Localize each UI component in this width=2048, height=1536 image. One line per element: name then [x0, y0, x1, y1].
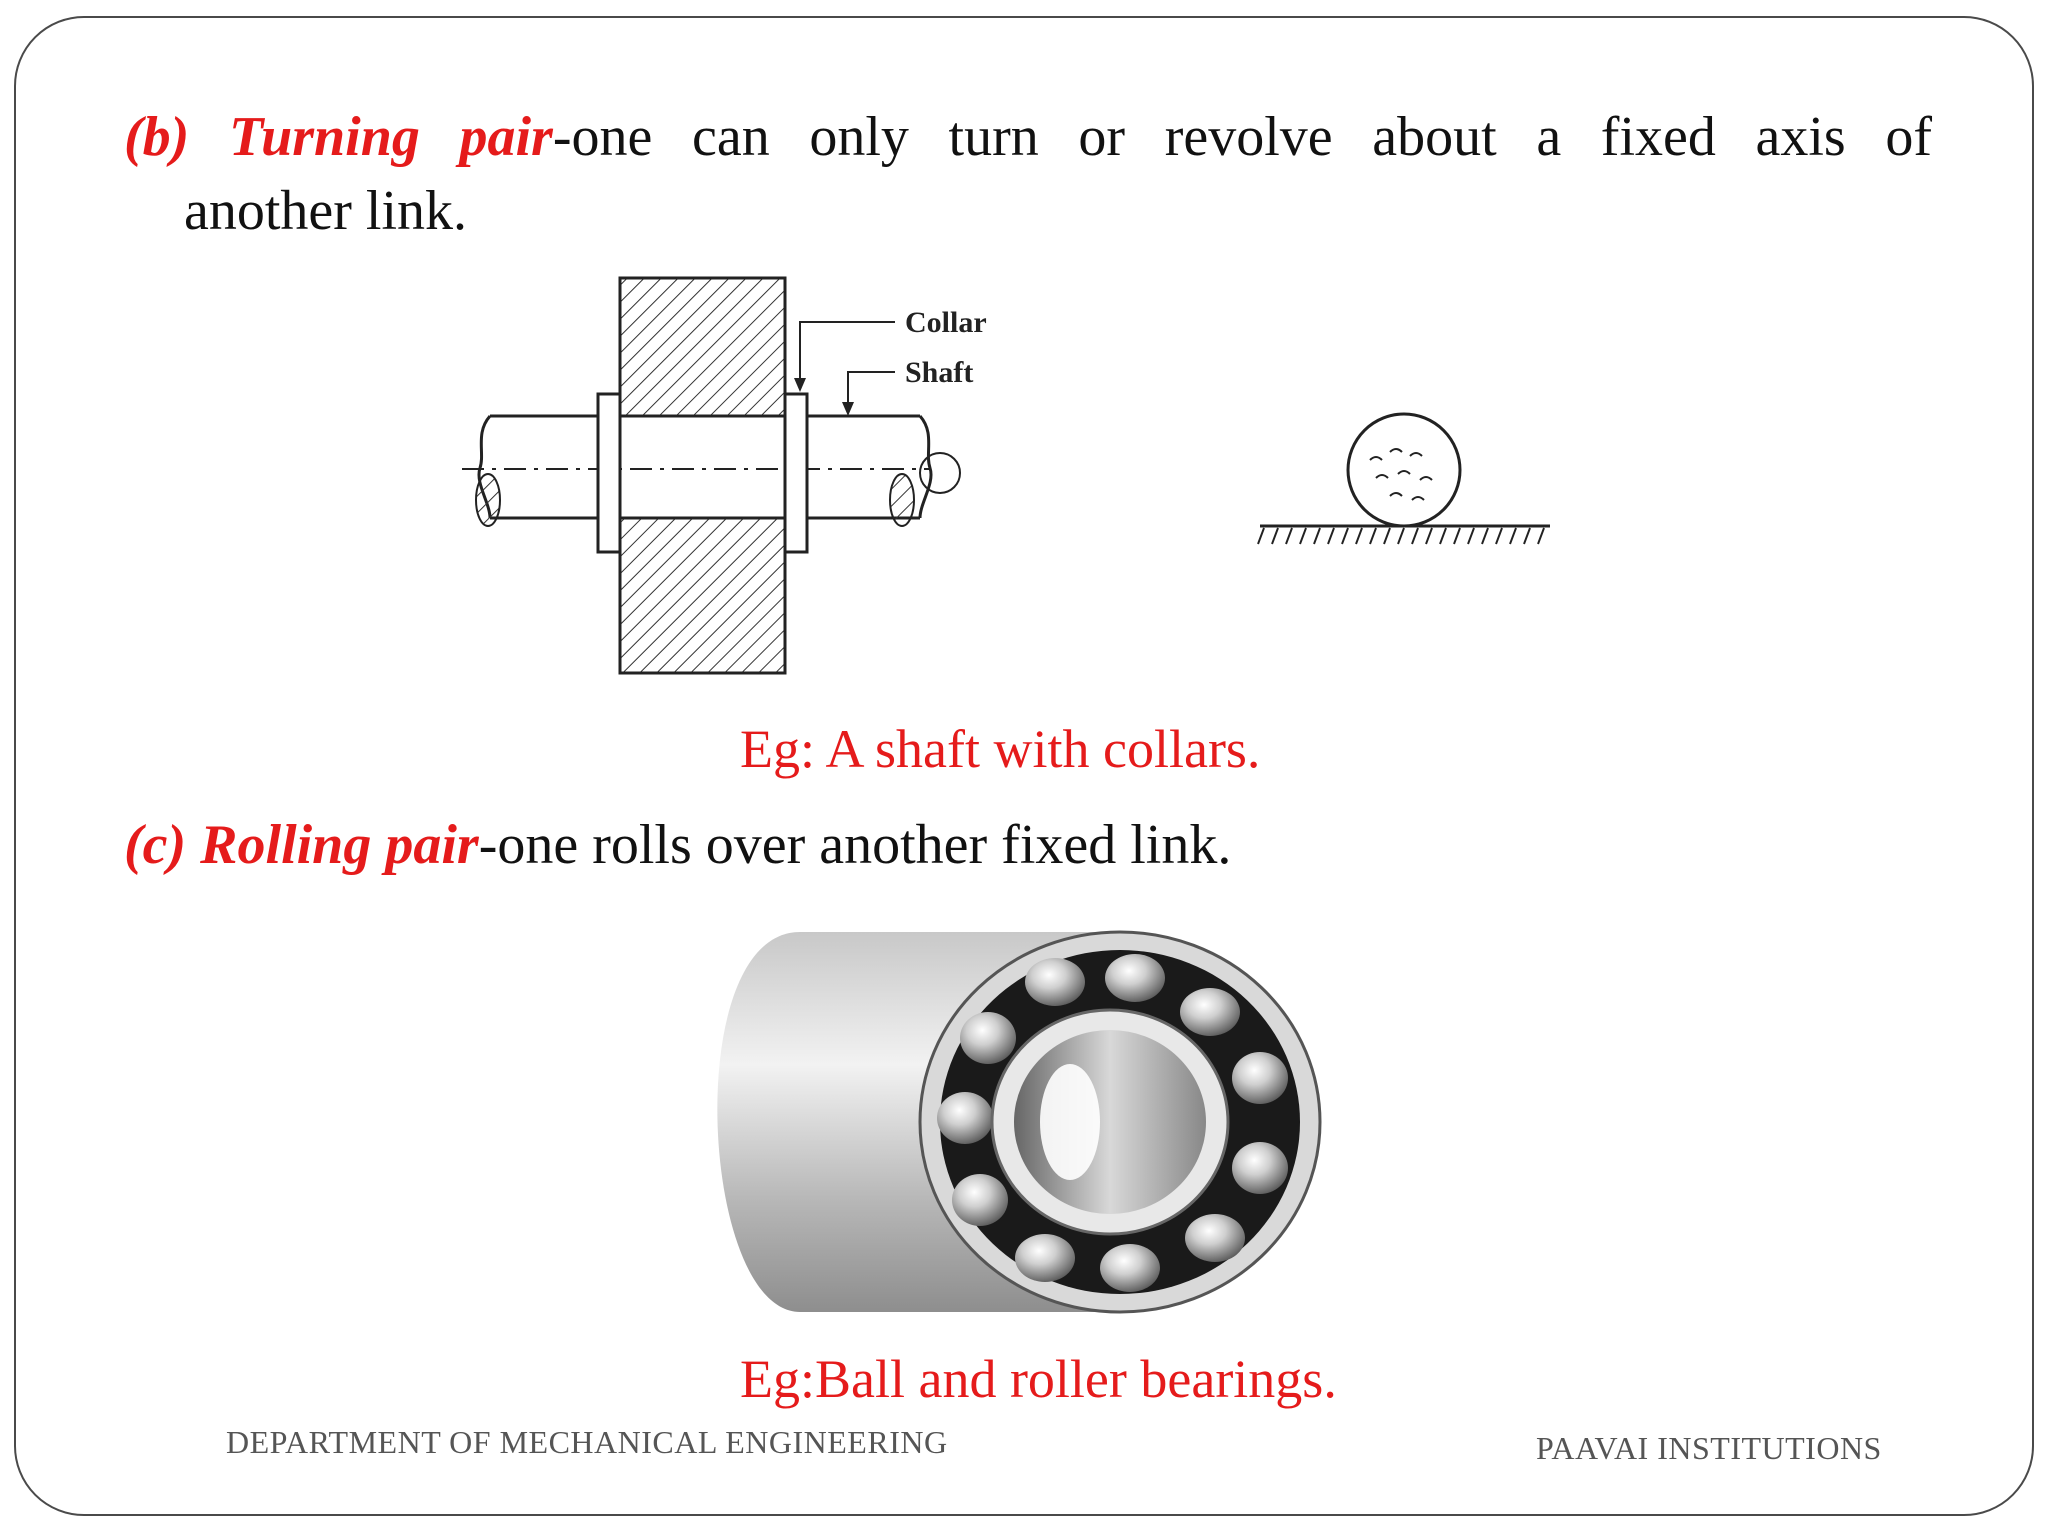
- rolling-ball-sketch: [1257, 412, 1550, 545]
- turning-pair-description-cont: another link.: [184, 180, 468, 242]
- rolling-pair-example: Eg:Ball and roller bearings.: [740, 1349, 1337, 1409]
- footer-department: DEPARTMENT OF MECHANICAL ENGINEERING: [226, 1424, 948, 1460]
- left-collar: [596, 392, 622, 554]
- rolling-pair-label: (c) Rolling pair: [124, 814, 479, 876]
- turning-pair-example: Eg: A shaft with collars.: [740, 719, 1261, 779]
- collar-label: Collar: [905, 306, 987, 339]
- bearing-balls: [937, 954, 1288, 1292]
- turning-pair-line: (b) Turning pair-one can only turn or re…: [124, 100, 1932, 174]
- rolling-pair-description: -one rolls over another fixed link.: [478, 814, 1232, 876]
- footer-institution: PAAVAI INSTITUTIONS: [1536, 1430, 1882, 1466]
- shaft-collar-diagram: Collar Shaft: [462, 276, 987, 675]
- shaft-label: Shaft: [905, 356, 973, 389]
- turning-pair-description: -one can only turn or revolve about a fi…: [552, 106, 1933, 168]
- right-collar: [783, 392, 809, 554]
- rolling-pair-line: (c) Rolling pair-one rolls over another …: [124, 808, 1231, 882]
- turning-pair-label: (b) Turning pair: [124, 106, 553, 168]
- ball-bearing-image: [717, 930, 1322, 1314]
